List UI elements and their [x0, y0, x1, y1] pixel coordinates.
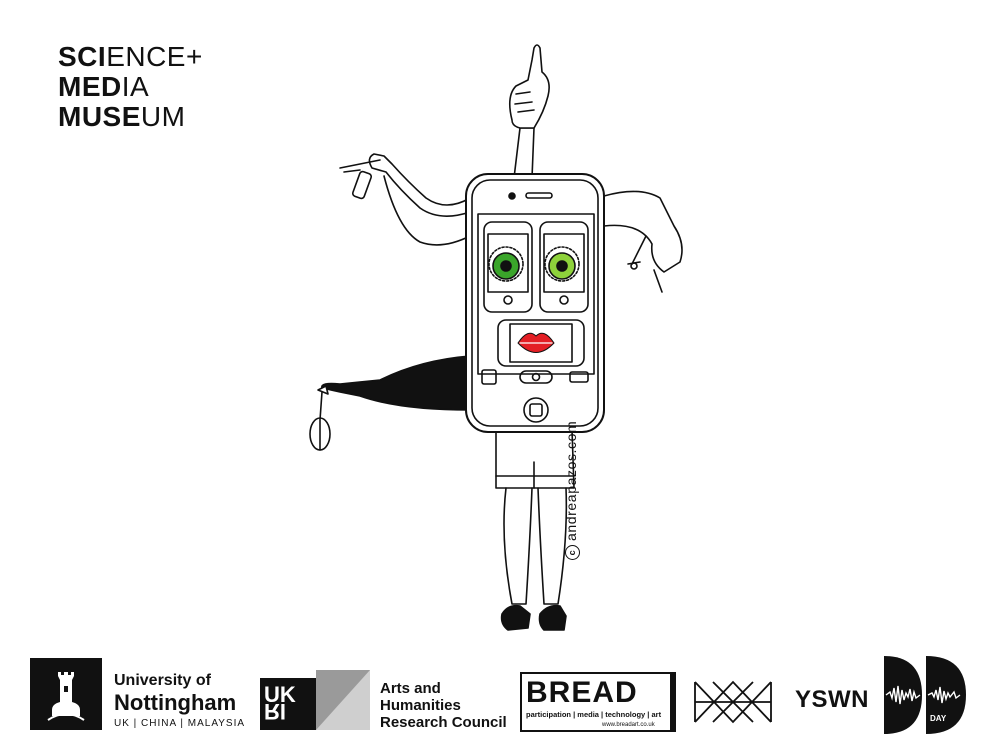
nottingham-line-3: UK | CHINA | MALAYSIA: [114, 718, 246, 729]
nottingham-line-2: Nottingham: [114, 690, 237, 715]
artist-credit: c andreapazos.com: [563, 400, 581, 560]
nottingham-line-1: University of: [114, 672, 211, 689]
bread-tagline: participation | media | technology | art: [526, 710, 662, 719]
raised-arm: [508, 44, 550, 179]
museum-logo-line-2: MEDIA: [58, 71, 150, 102]
svg-text:UK: UK: [264, 682, 296, 707]
dday-waveform-icon: [884, 656, 966, 734]
left-arm-with-remote: [339, 153, 471, 246]
artist-credit-text: andreapazos.com: [563, 420, 579, 541]
ukri-mark-icon: UK RI: [260, 670, 370, 730]
mesh-logo-icon: [694, 680, 772, 724]
dday-logo: DAY: [880, 656, 968, 734]
museum-logo-line-1: SCIENCE+: [58, 41, 203, 72]
partner-logos: University of Nottingham UK | CHINA | MA…: [0, 650, 1000, 750]
bread-logo: BREAD participation | media | technology…: [520, 672, 676, 732]
yswn-logo: YSWN: [795, 686, 869, 713]
svg-text:RI: RI: [264, 699, 286, 724]
museum-logo: SCIENCE+ MEDIA MUSEUM: [58, 42, 203, 132]
phone-figure-illustration: [309, 44, 683, 631]
ahrc-name: Arts and Humanities Research Council: [380, 680, 507, 731]
dday-label: DAY: [930, 714, 947, 723]
left-arm-with-yoyo: [309, 355, 471, 451]
bread-name: BREAD: [526, 676, 638, 709]
right-arm-with-keys: [603, 190, 683, 293]
museum-logo-line-3: MUSEUM: [58, 101, 186, 132]
phone-head: [465, 173, 605, 433]
bread-url: www.breadart.co.uk: [602, 722, 655, 728]
copyright-icon: c: [564, 545, 580, 560]
nottingham-castle-icon: [30, 658, 102, 730]
